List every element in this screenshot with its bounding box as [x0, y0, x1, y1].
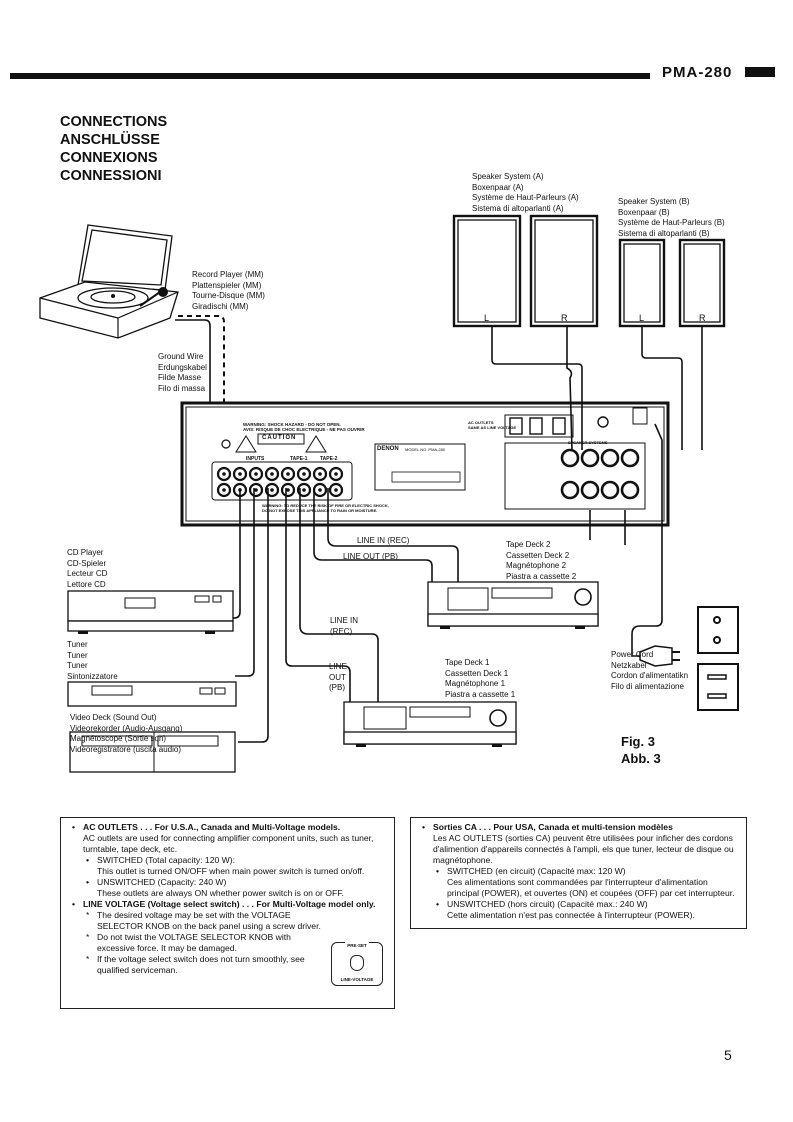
rca-jack-center: [222, 472, 226, 476]
rca-jack-pb: [280, 482, 296, 498]
speaker-b-left-label: L: [639, 313, 645, 323]
panel-ac-outlets: AC OUTLETS SAME AS LINE VOLTAGE: [468, 420, 517, 430]
header-rule: [10, 73, 650, 79]
rca-jack-center: [286, 488, 290, 492]
speaker-b-label: Speaker System (B) Boxenpaar (B) Système…: [618, 197, 725, 238]
cable-label-line-out-pb-2: LINE OUT (PB): [329, 662, 347, 693]
speaker-terminal: [620, 480, 640, 500]
cd-player-label: CD Player CD-Spieler Lecteur CD Lettore …: [67, 548, 108, 589]
speaker-terminal: [600, 448, 620, 468]
amplifier-back-panel: [180, 401, 670, 527]
ac-outlets-heading: AC OUTLETS . . . For U.S.A., Canada and …: [83, 822, 341, 832]
speaker-terminal: [560, 448, 580, 468]
rca-jack-center: [254, 488, 258, 492]
cable-label-line-out-pb: LINE OUT (PB): [343, 552, 398, 561]
tape-deck-2-illustration: [427, 581, 599, 629]
power-plug-illustration: [639, 645, 680, 667]
rca-jack-center: [222, 488, 226, 492]
speaker-terminal: [560, 480, 580, 500]
speaker-a-right: [529, 214, 599, 328]
speaker-terminal: [620, 448, 640, 468]
speaker-b-left: [618, 238, 666, 328]
record-player-illustration: [39, 224, 179, 339]
tuner-illustration: [67, 681, 237, 707]
speaker-a-left-label: L: [484, 313, 490, 323]
rca-jack-pb: [312, 466, 328, 482]
line-voltage-heading: LINE VOLTAGE (Voltage select switch) . .…: [83, 899, 376, 909]
rca-jack-phono: [216, 466, 232, 482]
panel-tape1: TAPE-1: [290, 456, 308, 462]
wall-outlet-two-pin: [697, 606, 739, 654]
rca-jack-tuner: [248, 482, 264, 498]
rca-jack-center: [238, 472, 242, 476]
speaker-a-right-label: R: [561, 313, 568, 323]
speaker-a-left: [452, 214, 522, 328]
rca-jack-tuner: [248, 466, 264, 482]
tape-deck-1-label: Tape Deck 1 Cassetten Deck 1 Magnétophon…: [445, 658, 516, 699]
panel-model-no: MODEL NO. PMA-280: [405, 447, 446, 452]
speaker-a-label: Speaker System (A) Boxenpaar (A) Système…: [472, 172, 579, 213]
ground-wire: [178, 315, 225, 440]
title-en: CONNECTIONS: [60, 114, 168, 130]
rca-jack-phono: [216, 482, 232, 498]
panel-speaker-systems: SPEAKER SYSTEMS: [568, 440, 608, 445]
panel-warning-2: WARNING: TO REDUCE THE RISK OF FIRE OR E…: [262, 503, 389, 513]
rca-jack-center: [334, 472, 338, 476]
rca-jack-cd: [232, 466, 248, 482]
model-name: PMA-280: [662, 64, 733, 81]
header-block: [745, 67, 775, 77]
voltage-knob-icon: [350, 955, 364, 971]
cd-player-illustration: [67, 590, 234, 634]
speaker-terminal: [580, 448, 600, 468]
panel-inputs: INPUTS: [246, 456, 265, 462]
title-it: CONNESSIONI: [60, 168, 162, 184]
tape-deck-2-label: Tape Deck 2 Cassetten Deck 2 Magnétophon…: [506, 540, 577, 581]
panel-warning: WARNING: SHOCK HAZARD - DO NOT OPEN. AVI…: [243, 422, 365, 432]
record-player-label: Record Player (MM) Plattenspieler (MM) T…: [192, 270, 265, 311]
rca-jack-center: [286, 472, 290, 476]
title-de: ANSCHLÜSSE: [60, 132, 160, 148]
rca-jack-center: [318, 488, 322, 492]
video-deck-label: Video Deck (Sound Out) Videorekorder (Au…: [70, 713, 183, 754]
rca-jack-center: [334, 488, 338, 492]
voltage-knob-figure: PRE-SET LINE-VOLTAGE: [331, 940, 383, 986]
ground-wire-label: Ground Wire Erdungskabel Filde Masse Fil…: [158, 352, 207, 393]
rca-jack-rec: [328, 482, 344, 498]
tape-deck-1-illustration: [343, 701, 517, 747]
wall-outlet-flat-pin: [697, 663, 739, 711]
panel-brand: DENON: [377, 446, 399, 452]
sorties-ca-heading: Sorties CA . . . Pour USA, Canada et mul…: [433, 822, 673, 832]
title-fr: CONNEXIONS: [60, 150, 158, 166]
power-cord-label: Power Cord Netzkabel Cordon d'alimentati…: [611, 650, 689, 691]
notes-french: Sorties CA . . . Pour USA, Canada et mul…: [410, 817, 747, 929]
rca-jack-center: [270, 488, 274, 492]
rca-jack-center: [302, 488, 306, 492]
notes-english: AC OUTLETS . . . For U.S.A., Canada and …: [60, 817, 395, 1009]
phono-cable: [175, 319, 211, 470]
page-titles: CONNECTIONS ANSCHLÜSSE CONNEXIONS CONNES…: [60, 113, 167, 185]
figure-label: Fig. 3 Abb. 3: [621, 734, 661, 766]
rca-jack-rec: [296, 466, 312, 482]
speaker-terminal: [580, 480, 600, 500]
rca-jack-rec: [328, 466, 344, 482]
rca-jack-aux: [264, 482, 280, 498]
cable-label-line-in-rec-2: LINE IN (REC): [330, 616, 359, 636]
rca-jack-center: [254, 472, 258, 476]
rca-jack-center: [270, 472, 274, 476]
speaker-terminal: [600, 480, 620, 500]
tuner-label: Tuner Tuner Tuner Sintonizzatore: [67, 640, 118, 681]
speaker-b-right-label: R: [699, 313, 706, 323]
rca-jack-center: [318, 472, 322, 476]
rca-jack-pb: [280, 466, 296, 482]
cable-label-line-in-rec: LINE IN (REC): [357, 536, 410, 545]
panel-tape2: TAPE-2: [320, 456, 338, 462]
video-deck-illustration: [69, 731, 236, 773]
rca-jack-aux: [264, 466, 280, 482]
page-number: 5: [724, 1047, 732, 1063]
rca-jack-center: [302, 472, 306, 476]
speaker-b-right: [678, 238, 726, 328]
rca-jack-rec: [296, 482, 312, 498]
panel-caution: CAUTION: [262, 435, 297, 441]
